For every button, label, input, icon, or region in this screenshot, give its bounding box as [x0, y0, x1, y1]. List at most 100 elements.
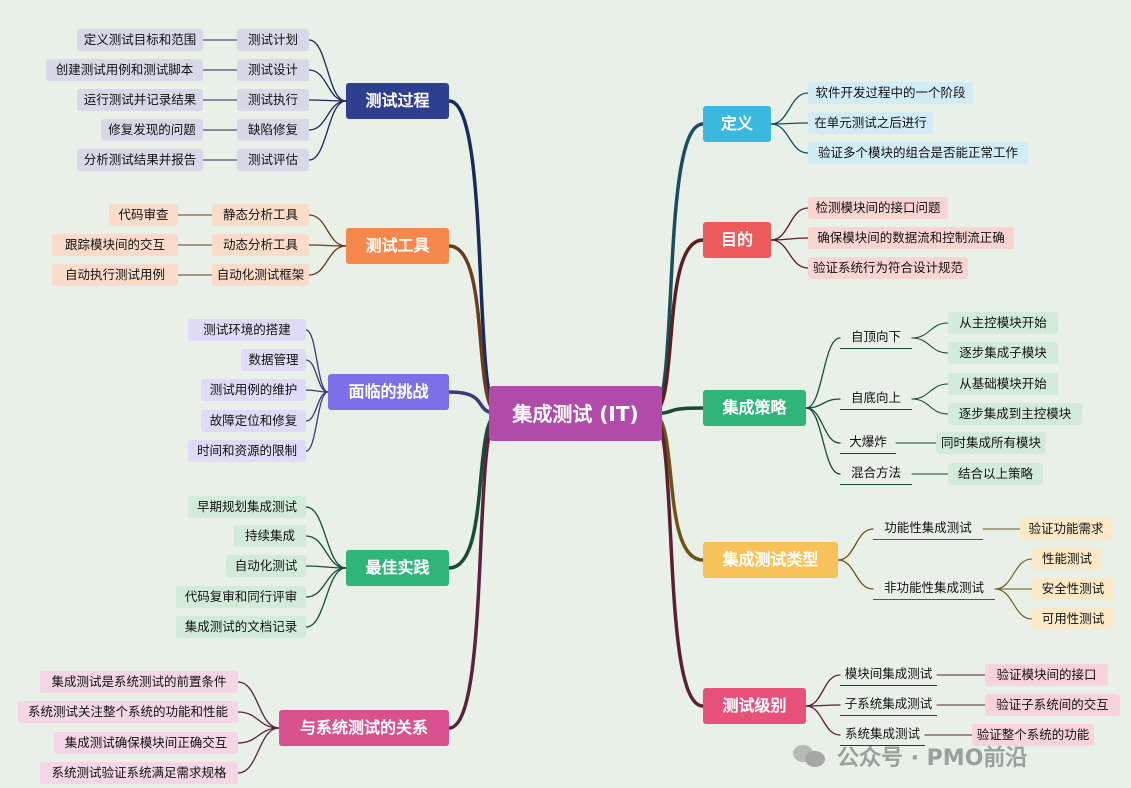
left-leaf-2-1[interactable]: 代码审查: [109, 204, 178, 226]
right-item-3-2[interactable]: 自底向上: [840, 388, 912, 410]
left-item-1-1[interactable]: 测试计划: [237, 29, 309, 51]
branch-3-right[interactable]: 集成策略: [703, 390, 806, 426]
right-leaf-3-4-1[interactable]: 结合以上策略: [948, 463, 1043, 485]
left-item-1-5[interactable]: 测试评估: [237, 149, 309, 171]
link-left-2-1: [308, 214, 347, 247]
right-leaf-4-2-3[interactable]: 可用性测试: [1032, 608, 1114, 630]
left-item-1-2[interactable]: 测试设计: [237, 59, 309, 81]
right-item-5-2[interactable]: 子系统集成测试: [840, 694, 937, 716]
right-item-5-3[interactable]: 系统集成测试: [840, 724, 925, 746]
watermark-text: 公众号 · PMO前沿: [837, 746, 1028, 771]
branch-1-right[interactable]: 定义: [703, 106, 771, 142]
right-leaf-5-1-1[interactable]: 验证模块间的接口: [985, 664, 1108, 686]
left-item-2-1[interactable]: 静态分析工具: [212, 204, 309, 226]
left-leaf-1-2[interactable]: 创建测试用例和测试脚本: [46, 59, 203, 81]
left-item-3-4[interactable]: 故障定位和修复: [201, 410, 306, 432]
branch-5-left[interactable]: 与系统测试的关系: [279, 710, 449, 746]
link-root-right-1: [650, 122, 705, 416]
left-item-4-2[interactable]: 持续集成: [234, 525, 306, 547]
left-item-3-3[interactable]: 测试用例的维护: [201, 379, 306, 401]
root-node[interactable]: 集成测试 (IT): [489, 386, 662, 441]
left-item-5-3[interactable]: 集成测试确保模块间正确交互: [54, 732, 238, 754]
branch-4-left[interactable]: 最佳实践: [346, 550, 449, 586]
left-item-5-2[interactable]: 系统测试关注整个系统的功能和性能: [18, 701, 238, 723]
right-item-2-2[interactable]: 确保模块间的数据流和控制流正确: [808, 227, 1014, 249]
right-leaf-3-1-2[interactable]: 逐步集成子模块: [948, 342, 1058, 364]
link-right-1-1: [770, 92, 809, 125]
left-item-3-5[interactable]: 时间和资源的限制: [188, 440, 306, 462]
left-leaf-1-1[interactable]: 定义测试目标和范围: [77, 29, 203, 51]
link-left-4-5: [305, 567, 347, 628]
link-left-3-2: [305, 359, 329, 393]
link-right-3-1: [805, 337, 841, 409]
left-item-4-1[interactable]: 早期规划集成测试: [188, 496, 306, 518]
right-item-3-4[interactable]: 混合方法: [840, 463, 912, 485]
right-item-3-1[interactable]: 自顶向下: [840, 327, 912, 349]
right-leaf-4-2-1[interactable]: 性能测试: [1032, 548, 1102, 570]
link-left-1-1: [308, 39, 347, 102]
left-item-3-2[interactable]: 数据管理: [241, 349, 306, 371]
right-leaf-3-3-1[interactable]: 同时集成所有模块: [936, 432, 1046, 454]
left-leaf-1-4[interactable]: 修复发现的问题: [101, 119, 203, 141]
link-left-5-2: [237, 711, 280, 729]
left-leaf-2-2[interactable]: 跟踪模块间的交互: [52, 234, 178, 256]
branch-4-right[interactable]: 集成测试类型: [703, 542, 838, 578]
link-right-4-2: [837, 559, 874, 590]
left-item-1-3[interactable]: 测试执行: [237, 89, 309, 111]
left-leaf-1-3[interactable]: 运行测试并记录结果: [77, 89, 203, 111]
left-item-2-3[interactable]: 自动化测试框架: [212, 264, 309, 286]
link-right-2-1: [770, 207, 809, 241]
link-root-left-5: [447, 411, 501, 730]
branch-2-left[interactable]: 测试工具: [346, 228, 449, 264]
link-left-5-1: [237, 681, 280, 729]
link-right-leaf-4-2-1: [994, 558, 1033, 590]
link-right-1-3: [770, 123, 809, 154]
right-item-4-2[interactable]: 非功能性集成测试: [873, 578, 995, 600]
link-left-3-1: [305, 329, 329, 393]
left-item-4-4[interactable]: 代码复审和同行评审: [176, 586, 306, 608]
right-item-4-1[interactable]: 功能性集成测试: [873, 518, 983, 540]
right-leaf-5-2-1[interactable]: 验证子系统间的交互: [985, 694, 1120, 716]
branch-2-right[interactable]: 目的: [703, 222, 771, 258]
link-root-left-1: [447, 99, 501, 416]
left-item-4-5[interactable]: 集成测试的文档记录: [176, 616, 306, 638]
left-item-5-4[interactable]: 系统测试验证系统满足需求规格: [40, 762, 238, 784]
left-item-5-1[interactable]: 集成测试是系统测试的前置条件: [40, 671, 238, 693]
right-item-2-3[interactable]: 验证系统行为符合设计规范: [808, 257, 968, 279]
right-leaf-3-1-1[interactable]: 从主控模块开始: [948, 312, 1058, 334]
link-left-3-4: [305, 391, 329, 422]
branch-5-right[interactable]: 测试级别: [703, 688, 806, 724]
link-left-1-4: [308, 100, 347, 131]
link-right-leaf-3-2-2: [911, 398, 949, 415]
wechat-icon: [793, 743, 827, 769]
right-leaf-3-2-2[interactable]: 逐步集成到主控模块: [948, 403, 1082, 425]
branch-1-left[interactable]: 测试过程: [346, 83, 449, 119]
right-item-2-1[interactable]: 检测模块间的接口问题: [808, 197, 948, 219]
left-item-1-4[interactable]: 缺陷修复: [237, 119, 309, 141]
link-right-leaf-3-1-2: [911, 337, 949, 354]
link-left-4-2: [305, 535, 347, 569]
link-left-4-4: [305, 567, 347, 598]
left-leaf-1-5[interactable]: 分析测试结果并报告: [77, 149, 203, 171]
link-right-4-1: [837, 528, 874, 561]
left-item-3-1[interactable]: 测试环境的搭建: [188, 319, 306, 341]
left-item-4-3[interactable]: 自动化测试: [226, 555, 306, 577]
right-leaf-4-1-1[interactable]: 验证功能需求: [1020, 518, 1112, 540]
right-leaf-3-2-1[interactable]: 从基础模块开始: [948, 373, 1058, 395]
right-leaf-5-3-1[interactable]: 验证整个系统的功能: [972, 724, 1094, 746]
link-right-leaf-3-2-1: [911, 383, 949, 400]
left-item-2-2[interactable]: 动态分析工具: [212, 234, 309, 256]
link-right-5-3: [805, 705, 841, 736]
right-item-3-3[interactable]: 大爆炸: [840, 432, 896, 454]
branch-3-left[interactable]: 面临的挑战: [328, 374, 449, 410]
link-left-1-5: [308, 100, 347, 161]
right-item-1-1[interactable]: 软件开发过程中的一个阶段: [808, 82, 973, 104]
right-item-1-2[interactable]: 在单元测试之后进行: [808, 112, 933, 134]
right-leaf-4-2-2[interactable]: 安全性测试: [1032, 578, 1114, 600]
link-left-1-2: [308, 69, 347, 102]
link-right-5-1: [805, 674, 841, 707]
right-item-5-1[interactable]: 模块间集成测试: [840, 664, 937, 686]
left-leaf-2-3[interactable]: 自动执行测试用例: [52, 264, 178, 286]
link-left-3-5: [305, 391, 329, 452]
right-item-1-3[interactable]: 验证多个模块的组合是否能正常工作: [808, 142, 1028, 164]
